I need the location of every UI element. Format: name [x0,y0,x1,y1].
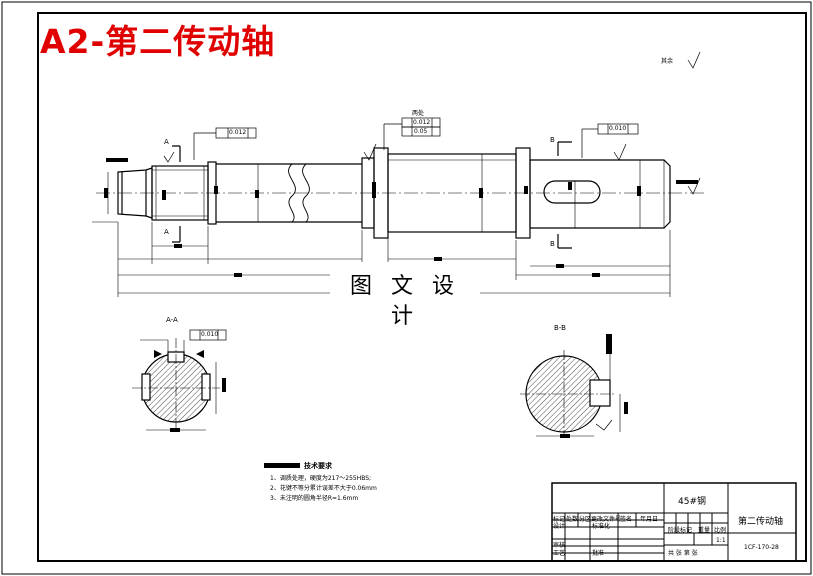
material-text: 45#钢 [678,497,706,507]
drawing-number-text: 1CF-170-28 [744,544,779,551]
inner-border [37,12,807,562]
tech-req-heading-bar [264,463,300,468]
tolerance-value-5: 0.010 [201,331,219,338]
tech-req-line-2: 2、花键不等分累计误差不大于0.06mm [270,485,377,492]
tolerance-value-3: 0.05 [414,128,428,135]
section-a-mark-top: A [164,138,169,146]
tech-req-line-1: 1、调质处理，硬度为217～255HBS; [270,475,372,482]
feature-control-frames [163,51,701,195]
tolerance-value-4: 0.010 [609,125,627,132]
drawing-title: A2-第二传动轴 [40,22,276,61]
tb-header-date: 年月日 [640,516,659,523]
tb-header-zone: 分区 [579,516,592,523]
part-name-text: 第二传动轴 [738,517,784,527]
scale-text: 1:1 [716,537,726,544]
tb-row-review: 审核 [553,542,566,549]
section-b-b-view [520,344,621,438]
tb-scale-header: 比例 [714,527,727,534]
tb-header-count: 处数 [566,516,579,523]
tb-header-mark: 标记 [553,516,566,523]
section-b-title: B-B [554,324,566,332]
section-b-mark-top: B [550,136,555,144]
title-block-lines [551,482,797,562]
tb-header-signature: 签名 [620,516,633,523]
roughness-note: 其余 [661,58,674,65]
tb-row-design: 设计 [553,523,566,530]
tolerance-value-1: 0.012 [229,129,247,136]
tb-row-process: 工艺 [553,550,566,557]
tb-row-approve: 批准 [592,550,605,557]
section-b-mark-bottom: B [550,240,555,248]
tb-weight-header: 重量 [698,527,711,534]
section-a-marks [154,350,226,432]
section-markers [172,141,572,249]
watermark-text: 图 文 设 计 [330,272,480,329]
tb-stage-header: 阶段标记 [668,527,693,534]
dimension-values [104,158,698,277]
tb-sheet-text: 共 张 第 张 [668,550,698,557]
tech-req-line-3: 3、未注明的圆角半径R=1.6mm [270,495,359,502]
section-a-mark-bottom: A [164,228,169,236]
both-ends-label: 两处 [412,110,425,117]
tech-req-heading: 技术要求 [304,462,332,470]
tb-row-standard: 标准化 [592,523,611,530]
section-a-title: A-A [166,316,178,324]
tolerance-value-2: 0.012 [413,119,431,126]
section-b-marks [560,334,628,438]
section-a-a-view [132,329,227,431]
tb-header-change-doc: 更改文件号 [591,516,622,523]
